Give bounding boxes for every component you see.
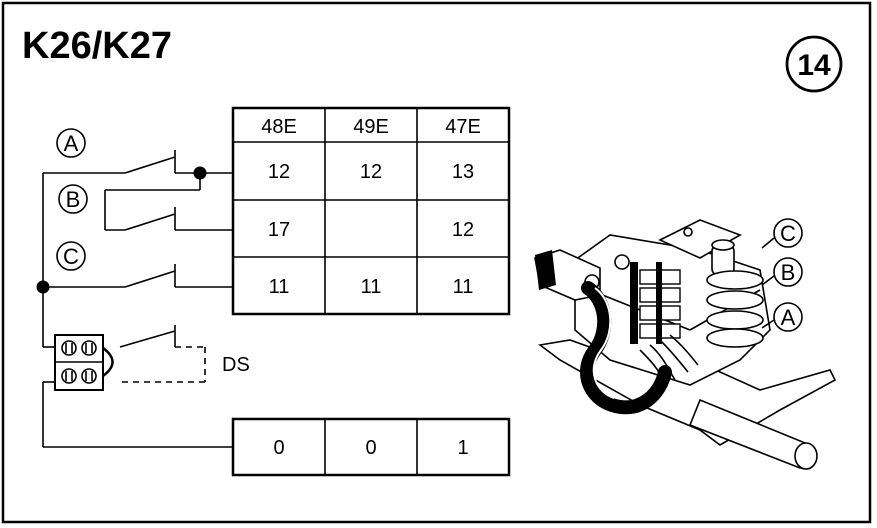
table-header-48e: 48E xyxy=(261,116,297,138)
svg-text:A: A xyxy=(64,131,79,156)
page-title: K26/K27 xyxy=(22,25,172,67)
table-cell: 11 xyxy=(269,276,290,298)
table-header-49e: 49E xyxy=(353,116,389,138)
table-cell: 11 xyxy=(361,276,382,298)
badge-number: 14 xyxy=(797,49,831,82)
svg-text:A: A xyxy=(781,305,796,330)
bottom-cell: 0 xyxy=(365,437,376,459)
illustration-label-a: A xyxy=(773,302,803,332)
label-a: A xyxy=(56,128,86,158)
bottom-cell: 0 xyxy=(273,437,284,459)
badge-circle xyxy=(785,35,843,93)
label-c: C xyxy=(56,241,86,271)
illustration-label-b: B xyxy=(773,257,803,287)
cam-table: 48E 49E 47E 12 12 13 17 12 11 11 11 xyxy=(231,106,511,316)
bottom-cell: 1 xyxy=(457,437,468,459)
table-cell: 13 xyxy=(452,161,474,183)
table-cell: 11 xyxy=(453,276,474,298)
svg-text:B: B xyxy=(66,187,81,212)
circuit xyxy=(36,150,233,448)
svg-text:B: B xyxy=(781,260,796,285)
svg-text:C: C xyxy=(780,221,796,246)
switch-assembly-illustration xyxy=(534,219,837,470)
table-cell: 17 xyxy=(268,219,290,241)
label-b: B xyxy=(58,184,88,214)
terminal-screw-icon xyxy=(61,340,97,384)
table-cell: 12 xyxy=(452,219,474,241)
label-ds: DS xyxy=(222,354,250,376)
table-cell: 12 xyxy=(360,161,382,183)
table-header-47e: 47E xyxy=(445,116,481,138)
table-cell: 12 xyxy=(268,161,290,183)
svg-text:C: C xyxy=(63,244,79,269)
illustration-label-c: C xyxy=(773,218,803,248)
